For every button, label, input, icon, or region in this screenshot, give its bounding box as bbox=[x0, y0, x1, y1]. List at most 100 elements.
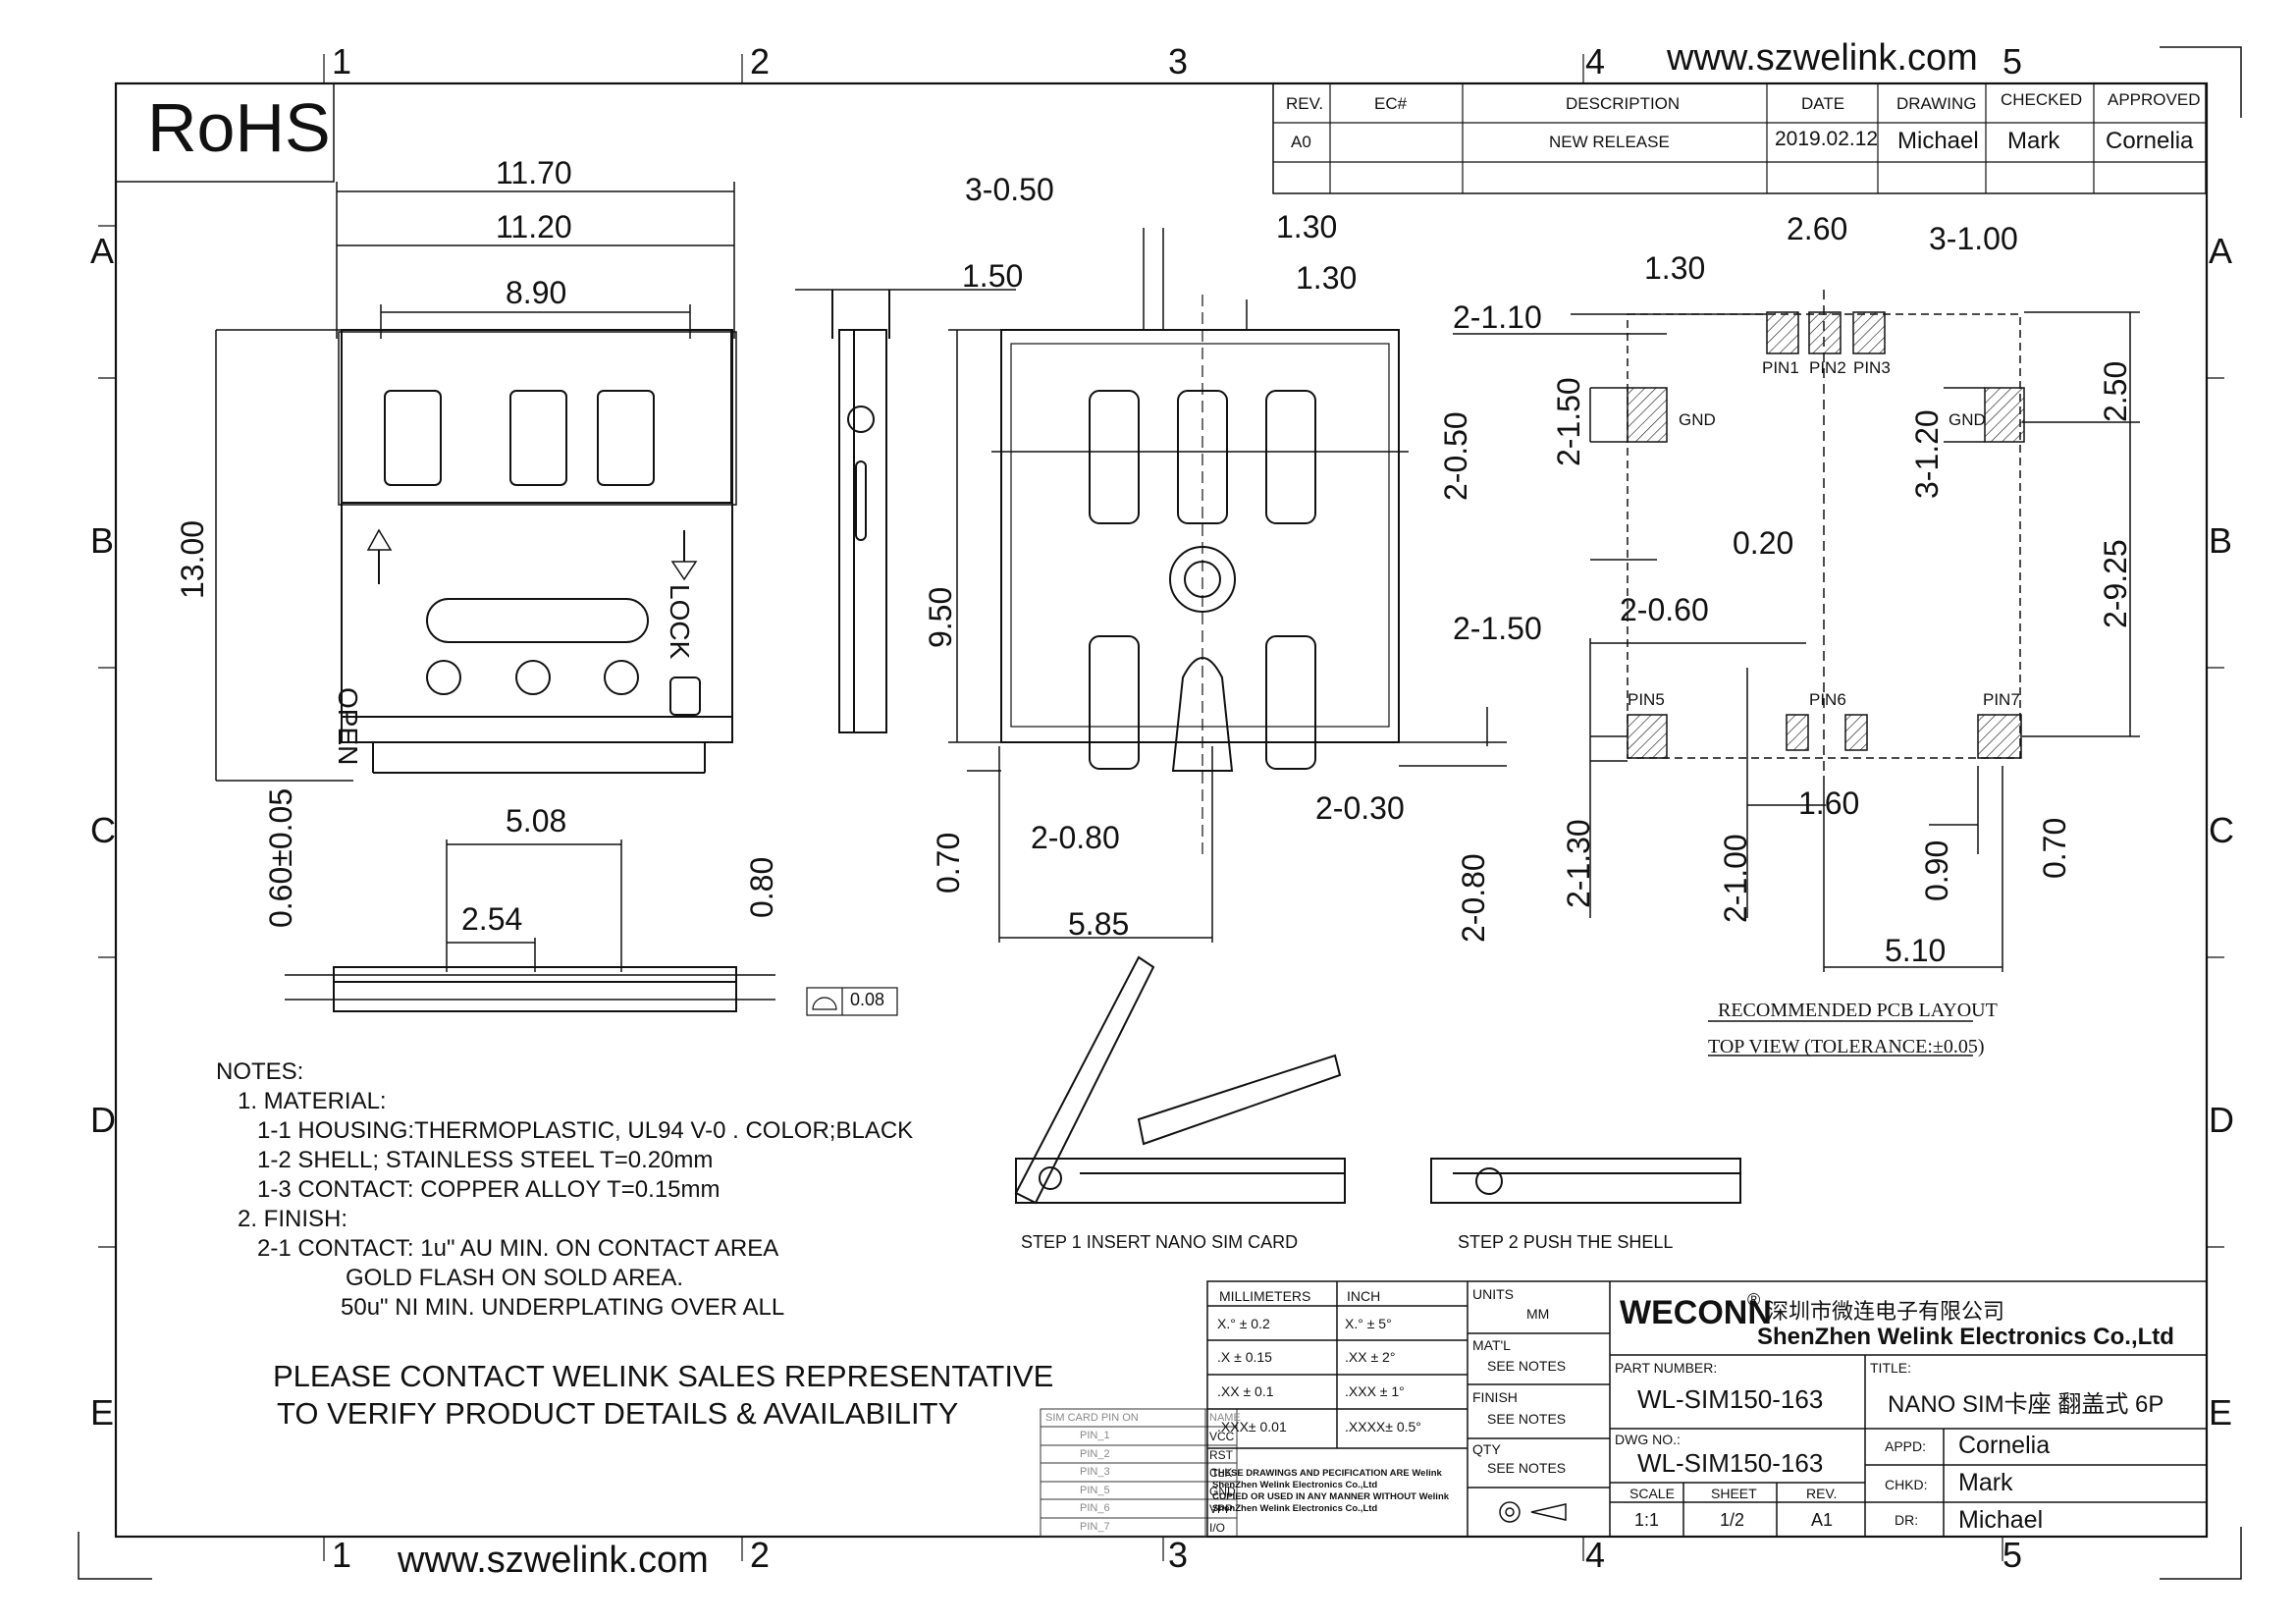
zone-a-left: A bbox=[90, 231, 115, 271]
dr-value: Michael bbox=[1958, 1506, 2044, 1534]
tol-header-mm: MILLIMETERS bbox=[1219, 1288, 1311, 1304]
brand-logo: WECONN bbox=[1620, 1294, 1772, 1331]
sheet-label: SHEET bbox=[1711, 1486, 1757, 1501]
pcb-label-pin2: PIN2 bbox=[1809, 358, 1846, 377]
zone-d-left: D bbox=[90, 1100, 116, 1140]
rev-row-date: 2019.02.12 bbox=[1775, 128, 1879, 150]
rev-value: A1 bbox=[1811, 1510, 1834, 1530]
pcb-label-pin1: PIN1 bbox=[1762, 358, 1799, 377]
pin-table-row-name: GND bbox=[1209, 1485, 1236, 1498]
appd-value: Cornelia bbox=[1958, 1432, 2051, 1459]
part-number-value: WL-SIM150-163 bbox=[1637, 1384, 1824, 1414]
scale-value: 1:1 bbox=[1634, 1510, 1660, 1530]
zone-e-left: E bbox=[90, 1392, 115, 1433]
rev-row-checked: Mark bbox=[2007, 128, 2060, 154]
dim-height-13-00: 13.00 bbox=[175, 519, 210, 599]
brand-registered: ® bbox=[1747, 1290, 1761, 1310]
dim-0-70: 0.70 bbox=[931, 832, 966, 893]
rohs-mark: RoHS bbox=[147, 89, 331, 166]
rev-row-approved: Cornelia bbox=[2106, 128, 2194, 154]
chkd-value: Mark bbox=[1958, 1469, 2013, 1496]
zone-3-top: 3 bbox=[1168, 41, 1189, 81]
dim-1-30-a: 1.30 bbox=[1276, 209, 1338, 244]
matl-label: MAT'L bbox=[1472, 1337, 1511, 1353]
pcb-dim-2-0-60: 2-0.60 bbox=[1620, 592, 1709, 627]
tol-row-mm: .XX ± 0.1 bbox=[1217, 1383, 1274, 1399]
notes-contact: 1-3 CONTACT: COPPER ALLOY T=0.15mm bbox=[257, 1176, 721, 1203]
tol-row-inch: .XX ± 2° bbox=[1345, 1349, 1396, 1365]
dim-2-0-30: 2-0.30 bbox=[1315, 790, 1405, 826]
notes-shell: 1-2 SHELL; STAINLESS STEEL T=0.20mm bbox=[257, 1147, 714, 1173]
dim-width-8-90: 8.90 bbox=[506, 275, 567, 310]
zone-d-right: D bbox=[2209, 1100, 2234, 1140]
finish-value: SEE NOTES bbox=[1487, 1411, 1567, 1427]
zone-a-right: A bbox=[2209, 231, 2233, 271]
dim-5-85: 5.85 bbox=[1068, 906, 1130, 942]
qty-value: SEE NOTES bbox=[1487, 1460, 1567, 1476]
step2-caption: STEP 2 PUSH THE SHELL bbox=[1458, 1232, 1674, 1252]
disclaimer-line: COPIED OR USED IN ANY MANNER WITHOUT Wel… bbox=[1212, 1491, 1450, 1502]
dim-5-08: 5.08 bbox=[506, 803, 567, 839]
pcb-dim-2-1-30: 2-1.30 bbox=[1561, 819, 1596, 908]
pcb-label-pin6: PIN6 bbox=[1809, 690, 1846, 709]
pcb-dim-0-70: 0.70 bbox=[2037, 817, 2072, 879]
pin-table-row-pin: PIN_7 bbox=[1080, 1521, 1110, 1533]
matl-value: SEE NOTES bbox=[1487, 1358, 1567, 1374]
disclaimer-line: ShenZhen Welink Electronics Co.,Ltd bbox=[1212, 1480, 1378, 1490]
pcb-caption-top-view: TOP VIEW (TOLERANCE:±0.05) bbox=[1708, 1036, 1985, 1057]
pcb-dim-0-90: 0.90 bbox=[1919, 839, 1954, 901]
tol-row-inch: X.° ± 5° bbox=[1345, 1316, 1392, 1331]
appd-label: APPD: bbox=[1885, 1438, 1927, 1454]
rev-row-rev: A0 bbox=[1291, 133, 1311, 151]
pcb-dim-3-1-20: 3-1.20 bbox=[1909, 409, 1945, 499]
pin-table-row-name: I/O bbox=[1209, 1521, 1226, 1535]
notes-material: 1. MATERIAL: bbox=[238, 1088, 387, 1114]
zone-c-right: C bbox=[2209, 810, 2234, 850]
dim-2-0-50: 2-0.50 bbox=[1438, 411, 1473, 501]
title-label: TITLE: bbox=[1870, 1360, 1912, 1376]
pin-table-header-name: NAME bbox=[1209, 1412, 1241, 1424]
rev-header-checked: CHECKED bbox=[2001, 90, 2083, 109]
part-number-label: PART NUMBER: bbox=[1615, 1360, 1718, 1376]
tol-row-inch: .XXX ± 1° bbox=[1345, 1383, 1405, 1399]
zone-2-top: 2 bbox=[750, 41, 771, 81]
zone-c-left: C bbox=[90, 810, 116, 850]
dim-1-30-b: 1.30 bbox=[1296, 260, 1358, 296]
dim-3-0-50: 3-0.50 bbox=[965, 172, 1054, 207]
dim-2-0-80-a: 2-0.80 bbox=[1031, 820, 1120, 855]
zone-4-top: 4 bbox=[1585, 41, 1606, 81]
zone-5-bottom: 5 bbox=[2002, 1535, 2023, 1575]
chkd-label: CHKD: bbox=[1885, 1477, 1928, 1492]
rev-header-drawing: DRAWING bbox=[1896, 94, 1977, 113]
pcb-dim-5-10: 5.10 bbox=[1885, 933, 1947, 968]
dim-2-0-80-b: 2-0.80 bbox=[1456, 853, 1491, 943]
dim-0-80: 0.80 bbox=[744, 856, 779, 918]
notes-finish: 2. FINISH: bbox=[238, 1206, 348, 1232]
disclaimer-line: ShenZhen Welink Electronics Co.,Ltd bbox=[1212, 1503, 1378, 1514]
dim-9-50: 9.50 bbox=[923, 586, 958, 648]
zone-5-top: 5 bbox=[2002, 41, 2023, 81]
pcb-dim-0-20: 0.20 bbox=[1733, 525, 1794, 561]
dim-2-54: 2.54 bbox=[461, 901, 523, 937]
zone-3-bottom: 3 bbox=[1168, 1535, 1189, 1575]
flatness-value: 0.08 bbox=[850, 990, 885, 1009]
title-value: NANO SIM卡座 翻盖式 6P bbox=[1888, 1391, 2164, 1418]
zone-b-right: B bbox=[2209, 520, 2233, 561]
rev-row-drawing: Michael bbox=[1897, 128, 1979, 154]
website-top[interactable]: www.szwelink.com bbox=[1667, 37, 1978, 79]
website-bottom[interactable]: www.szwelink.com bbox=[398, 1540, 709, 1581]
pin-table-row-name: RST bbox=[1209, 1448, 1233, 1462]
tol-header-inch: INCH bbox=[1347, 1288, 1381, 1304]
rev-header-ec: EC# bbox=[1374, 94, 1408, 113]
pcb-label-gnd-left: GND bbox=[1679, 410, 1716, 429]
rev-header-date: DATE bbox=[1801, 94, 1845, 113]
pcb-dim-3-1-00: 3-1.00 bbox=[1929, 221, 2018, 256]
zone-4-bottom: 4 bbox=[1585, 1535, 1606, 1575]
dr-label: DR: bbox=[1895, 1512, 1919, 1528]
tol-row-mm: X.° ± 0.2 bbox=[1217, 1316, 1270, 1331]
notes-housing: 1-1 HOUSING:THERMOPLASTIC, UL94 V-0 . CO… bbox=[257, 1117, 914, 1144]
pcb-dim-2-60: 2.60 bbox=[1787, 211, 1848, 246]
units-label: UNITS bbox=[1472, 1286, 1514, 1302]
company-name-en: ShenZhen Welink Electronics Co.,Ltd bbox=[1757, 1324, 2174, 1350]
